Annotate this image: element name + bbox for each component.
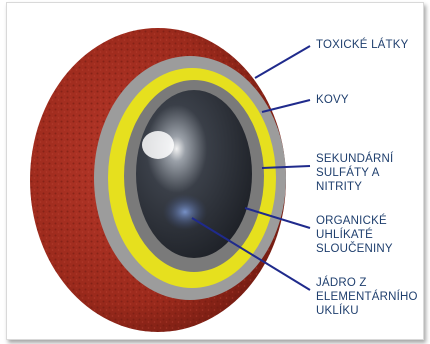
carbon-core [136,90,252,258]
label-organic-carbon: ORGANICKÉ UHLÍKATÉ SLOUČENINY [316,214,393,256]
label-secondary-sulfates: SEKUNDÁRNÍ SULFÁTY A NITRITY [316,152,393,194]
core-highlight [142,131,174,159]
label-elemental-core: JÁDRO Z ELEMENTÁRNÍHO UKLÍKU [316,276,418,318]
pointer-toxic [255,46,310,78]
label-metals: KOVY [316,93,349,107]
core-blue-glow [163,194,207,230]
label-toxic-substances: TOXICKÉ LÁTKY [316,38,409,52]
